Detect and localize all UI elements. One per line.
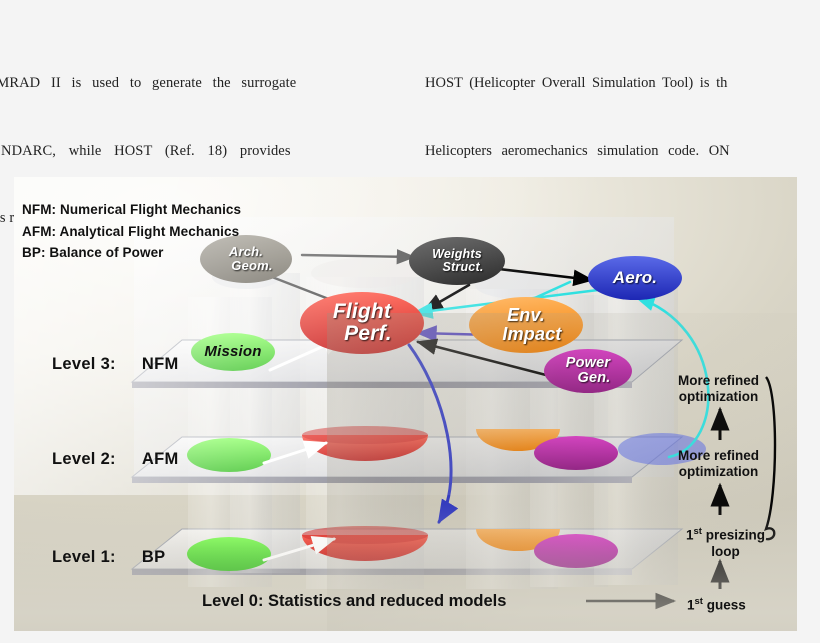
paper-left-line-1: CAMRAD II is used to generate the surrog…	[0, 75, 297, 91]
paper-text-block: CAMRAD II is used to generate the surrog…	[0, 0, 820, 361]
level-3-abbr: NFM	[141, 355, 179, 373]
annotation-more-refined-mid: More refined optimization	[678, 448, 759, 480]
annotation-more-refined-top-line1: More refined	[678, 373, 760, 388]
diagram-legend: NFM: Numerical Flight Mechanics AFM: Ana…	[22, 199, 241, 264]
paper-right-line-2: Helicopters aeromechanics simulation cod…	[425, 142, 730, 159]
annotation-presizing-loop-line2: loop	[711, 543, 740, 559]
first-guess-label: 1st guess	[687, 596, 746, 613]
level-0-caption: Level 0: Statistics and reduced models	[202, 592, 507, 610]
paper-left-line-2: or NDARC, while HOST (Ref. 18) provides	[0, 142, 291, 159]
legend-item-afm: AFM: Analytical Flight Mechanics	[22, 223, 240, 239]
level-1-text: Level 1:	[52, 548, 116, 566]
annotation-more-refined-mid-line2: optimization	[678, 464, 759, 479]
paper-right-line-1: HOST (Helicopter Overall Simulation Tool…	[425, 75, 728, 91]
level-2-text: Level 2:	[52, 450, 116, 468]
level-label-1: Level 1: BP	[52, 548, 165, 567]
first-guess-num: 1	[687, 597, 695, 613]
presizing-num: 1	[686, 527, 694, 543]
level-label-3: Level 3: NFM	[52, 355, 179, 374]
presizing-word: presizing	[701, 527, 765, 543]
annotation-presizing-loop-line1: 1st presizing	[686, 524, 765, 544]
level-1-abbr: BP	[141, 548, 166, 566]
annotation-more-refined-top-line2: optimization	[678, 389, 759, 404]
level-2-abbr: AFM	[141, 450, 179, 468]
level-3-text: Level 3:	[52, 355, 116, 373]
legend-item-nfm: NFM: Numerical Flight Mechanics	[22, 202, 242, 217]
annotation-presizing-loop: 1st presizing loop	[686, 524, 765, 560]
annotation-more-refined-top: More refined optimization	[678, 373, 759, 405]
annotation-more-refined-mid-line1: More refined	[678, 448, 760, 463]
level-label-2: Level 2: AFM	[52, 450, 179, 469]
first-guess-word: guess	[702, 597, 746, 613]
presizing-sup: st	[693, 526, 702, 537]
legend-item-bp: BP: Balance of Power	[22, 245, 164, 260]
first-guess-sup: st	[694, 596, 703, 607]
multilevel-sizing-diagram: Arch. Geom. Weights Struct. Flight Perf.…	[14, 177, 797, 631]
